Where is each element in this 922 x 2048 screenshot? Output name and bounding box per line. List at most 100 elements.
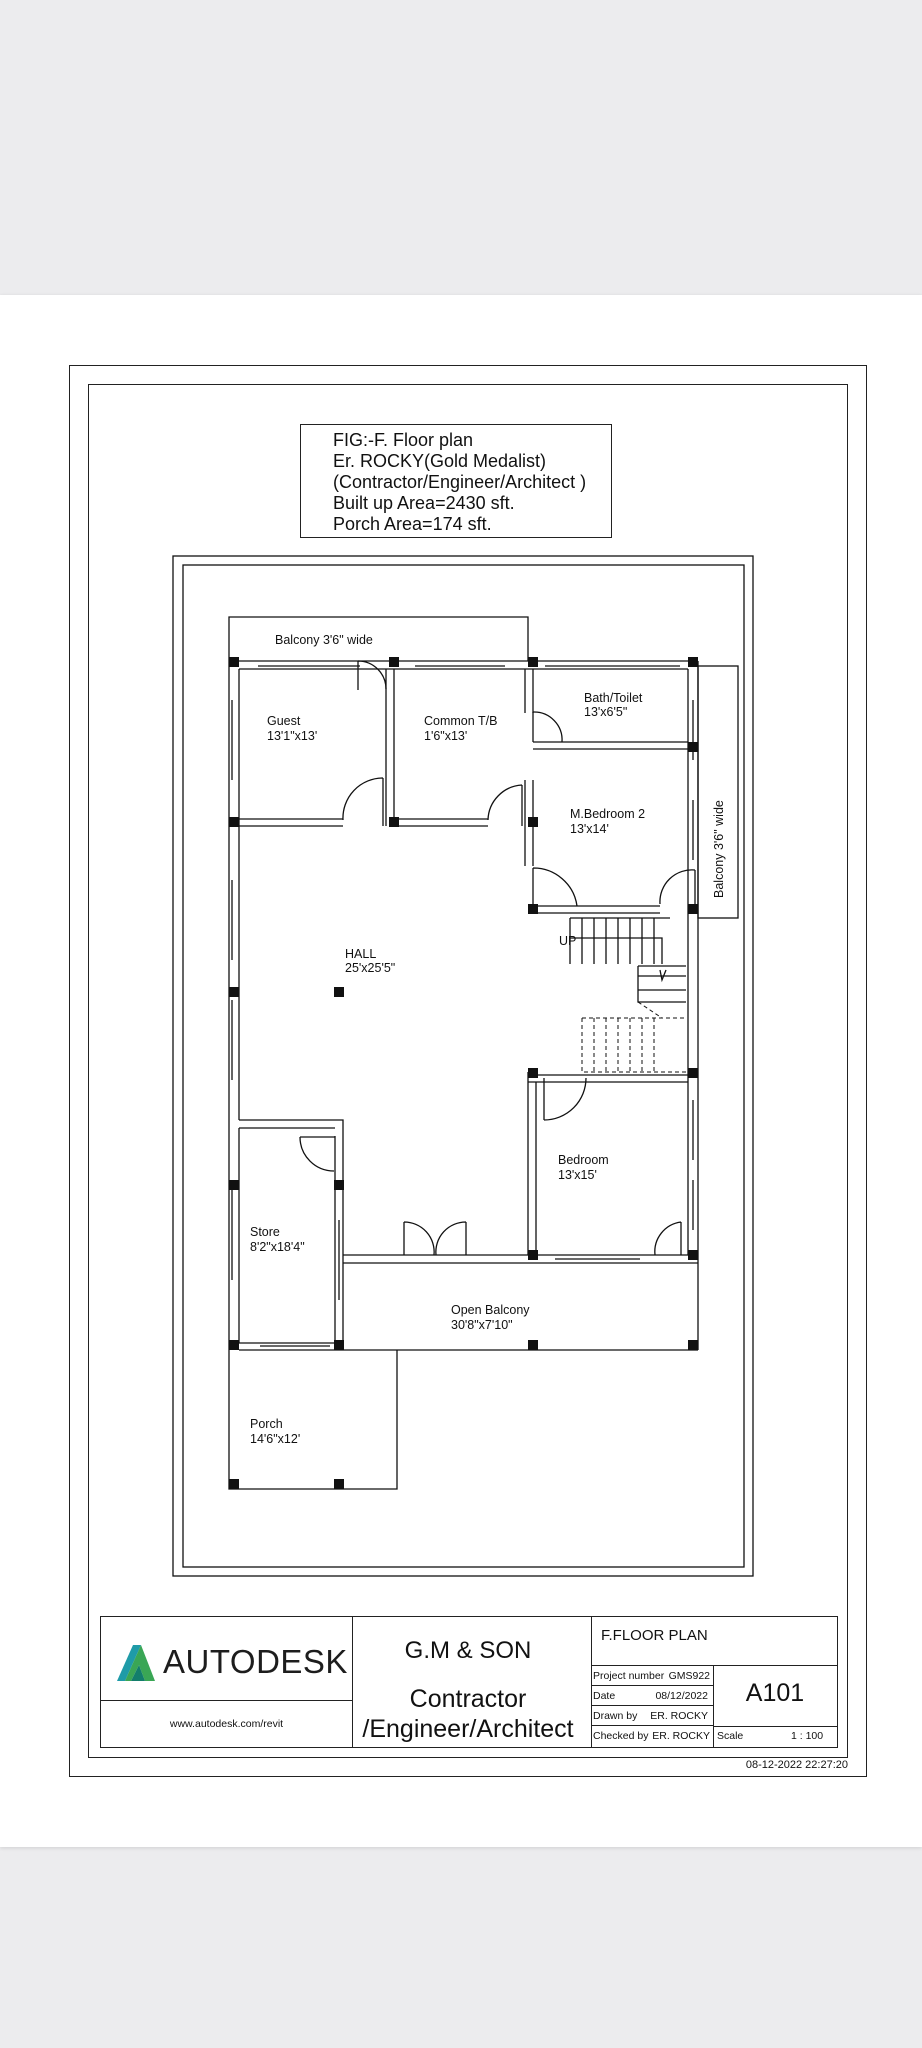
- label-balcony-side: Balcony 3'6" wide: [712, 800, 726, 898]
- wall-mbed-bottom: [533, 905, 660, 914]
- door-main-double: [403, 1221, 467, 1256]
- column: [528, 1250, 538, 1260]
- door-store: [299, 1136, 335, 1172]
- scale-label: Scale: [717, 1730, 744, 1742]
- project-number-row: Project number GMS922: [591, 1666, 713, 1686]
- label-balcony-top: Balcony 3'6" wide: [275, 633, 373, 647]
- label-bedroom: Bedroom: [558, 1153, 609, 1167]
- label-porch: Porch: [250, 1417, 283, 1431]
- stair-arrow-head: [659, 969, 667, 983]
- wall-store-bottom: [229, 1128, 343, 1351]
- column: [334, 1340, 344, 1350]
- wall-common-bottom: [394, 818, 488, 827]
- print-timestamp: 08-12-2022 22:27:20: [745, 1759, 848, 1771]
- column: [688, 1250, 698, 1260]
- label-common-tb-size: 1'6"x13': [424, 729, 467, 743]
- wall-store-right: [334, 1136, 344, 1350]
- stair-outline: [569, 917, 670, 964]
- column: [229, 657, 239, 667]
- label-open-balcony-size: 30'8"x7'10": [451, 1318, 513, 1332]
- label-store: Store: [250, 1225, 280, 1239]
- title-line-fig: FIG:-F. Floor plan: [333, 430, 474, 450]
- label-bedroom-size: 13'x15': [558, 1168, 597, 1182]
- column: [688, 742, 698, 752]
- label-common-tb: Common T/B: [424, 714, 497, 728]
- wall-right: [687, 661, 699, 1350]
- firm-name: G.M & SON: [404, 1637, 532, 1664]
- date-label: Date: [593, 1690, 616, 1702]
- project-number-value: GMS922: [668, 1670, 710, 1682]
- hall-column: [334, 987, 344, 997]
- door-common: [487, 784, 523, 826]
- checked-by-label: Checked by: [593, 1730, 649, 1742]
- column: [528, 817, 538, 827]
- label-guest: Guest: [267, 714, 301, 728]
- label-m-bedroom-2-size: 13'x14': [570, 822, 609, 836]
- wall-guest-common: [385, 669, 395, 826]
- column: [229, 1180, 239, 1190]
- column: [229, 987, 239, 997]
- column: [688, 904, 698, 914]
- balcony-top-outline: [228, 616, 529, 661]
- column: [334, 1180, 344, 1190]
- column: [528, 1068, 538, 1078]
- column: [688, 1340, 698, 1350]
- windows-bottom: [260, 1258, 640, 1347]
- stair-arrow-line: [570, 937, 663, 964]
- porch-outline: [228, 1350, 398, 1490]
- wall-left: [228, 661, 240, 1350]
- logo-cell: AUTODESK: [101, 1617, 353, 1701]
- stair-hidden-lower: [581, 1017, 686, 1073]
- door-balcony-side: [659, 869, 696, 906]
- outer-frame: [69, 365, 867, 1777]
- column: [528, 904, 538, 914]
- sheet-number: A101: [745, 1679, 805, 1707]
- door-mbed: [532, 867, 578, 907]
- scale-value: 1 : 100: [791, 1730, 824, 1742]
- column: [334, 1479, 344, 1489]
- door-bath: [532, 711, 563, 743]
- wall-bedroom-left: [527, 1072, 537, 1255]
- column: [688, 1068, 698, 1078]
- sheet-title-block: AUTODESK www.autodesk.com/revit G.M & SO…: [100, 1616, 838, 1748]
- drawn-by-label: Drawn by: [593, 1710, 638, 1722]
- project-number-label: Project number: [593, 1670, 665, 1682]
- title-line-porch-area: Porch Area=174 sft.: [333, 514, 492, 534]
- drawn-by-row: Drawn by ER. ROCKY: [591, 1706, 713, 1726]
- column: [528, 657, 538, 667]
- wall-bedroom-top: [528, 1074, 688, 1083]
- label-porch-size: 14'6"x12': [250, 1432, 300, 1446]
- title-line-role: (Contractor/Engineer/Architect ): [333, 472, 587, 492]
- label-hall: HALL: [345, 947, 376, 961]
- balcony-side-outline: [697, 665, 739, 919]
- door-bedroom-balcony: [654, 1221, 682, 1256]
- column: [229, 1479, 239, 1489]
- sheet-title: F.FLOOR PLAN: [601, 1627, 708, 1644]
- firm-role-line-2: /Engineer/Architect: [362, 1715, 574, 1743]
- scale-row-divider: [713, 1726, 837, 1727]
- label-hall-size: 25'x25'5": [345, 961, 395, 975]
- stair-landing: [637, 965, 686, 1003]
- wall-bath-bottom: [533, 741, 688, 750]
- title-line-engineer: Er. ROCKY(Gold Medalist): [333, 451, 547, 471]
- label-guest-size: 13'1"x13': [267, 729, 317, 743]
- wall-store-top: [239, 1119, 344, 1136]
- title-line-built-up-area: Built up Area=2430 sft.: [333, 493, 515, 513]
- drawn-by-value: ER. ROCKY: [650, 1710, 708, 1722]
- wall-top: [229, 660, 698, 670]
- firm-role-line-1: Contractor: [409, 1685, 527, 1713]
- brand-url: www.autodesk.com/revit: [101, 1701, 353, 1747]
- stair-treads: [581, 918, 655, 964]
- checked-by-row: Checked by ER. ROCKY: [591, 1726, 713, 1746]
- column: [389, 817, 399, 827]
- sheet-title-divider: [591, 1665, 837, 1666]
- drawing-sheet: [0, 295, 922, 1847]
- label-stair-up: UP: [559, 934, 576, 948]
- label-bath-toilet: Bath/Toilet: [584, 691, 643, 705]
- autodesk-logo-icon: [117, 1645, 155, 1681]
- inner-frame: [88, 384, 848, 1758]
- label-m-bedroom-2: M.Bedroom 2: [570, 807, 645, 821]
- stair-hidden-break: [637, 1001, 663, 1019]
- date-value: 08/12/2022: [655, 1690, 708, 1702]
